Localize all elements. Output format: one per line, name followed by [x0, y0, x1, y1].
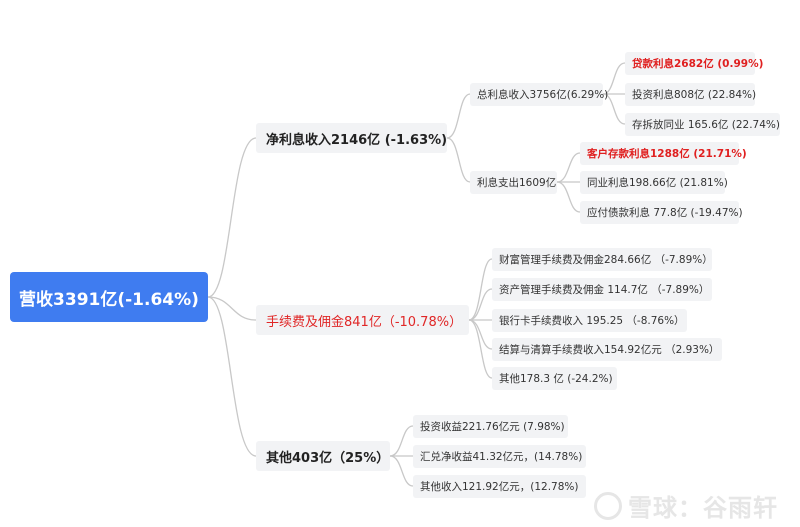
node-fees-commissions: 手续费及佣金841亿（-10.78%） [256, 305, 469, 335]
node-other-income: 其他403亿（25%） [256, 441, 390, 471]
node-net-interest-income: 净利息收入2146亿 (-1.63%) [256, 123, 447, 153]
node-interbank-interest: 同业利息198.66亿 (21.81%) [580, 171, 728, 194]
root-node-revenue: 营收3391亿(-1.64%) [10, 272, 208, 322]
snowball-logo-icon [594, 491, 622, 520]
node-bank-card-fees: 银行卡手续费收入 195.25 （-8.76%） [492, 309, 687, 332]
watermark-text: 雪球：谷雨轩 [628, 494, 778, 522]
node-loan-interest: 贷款利息2682亿 (0.99%) [625, 52, 763, 75]
node-bond-interest: 应付债款利息 77.8亿 (-19.47%) [580, 201, 743, 224]
node-investment-interest: 投资利息808亿 (22.84%) [625, 83, 756, 106]
node-interbank-deposits: 存拆放同业 165.6亿 (22.74%) [625, 113, 780, 136]
node-settlement-fees: 结算与清算手续费收入154.92亿元 （2.93%） [492, 338, 722, 361]
node-other-fees: 其他178.3 亿 (-24.2%) [492, 367, 617, 390]
node-wealth-management-fees: 财富管理手续费及佣金284.66亿 （-7.89%） [492, 248, 713, 271]
node-total-interest-income: 总利息收入3756亿(6.29%) [470, 83, 608, 106]
node-interest-expense: 利息支出1609亿 [470, 171, 557, 194]
node-asset-management-fees: 资产管理手续费及佣金 114.7亿 （-7.89%） [492, 278, 712, 301]
node-investment-gains: 投资收益221.76亿元 (7.98%) [413, 415, 568, 438]
node-fx-gains: 汇兑净收益41.32亿元，(14.78%) [413, 445, 586, 468]
node-other-revenue: 其他收入121.92亿元，(12.78%) [413, 475, 586, 498]
watermark: 雪球：谷雨轩 [594, 488, 778, 523]
node-customer-deposit-interest: 客户存款利息1288亿 (21.71%) [580, 142, 747, 165]
